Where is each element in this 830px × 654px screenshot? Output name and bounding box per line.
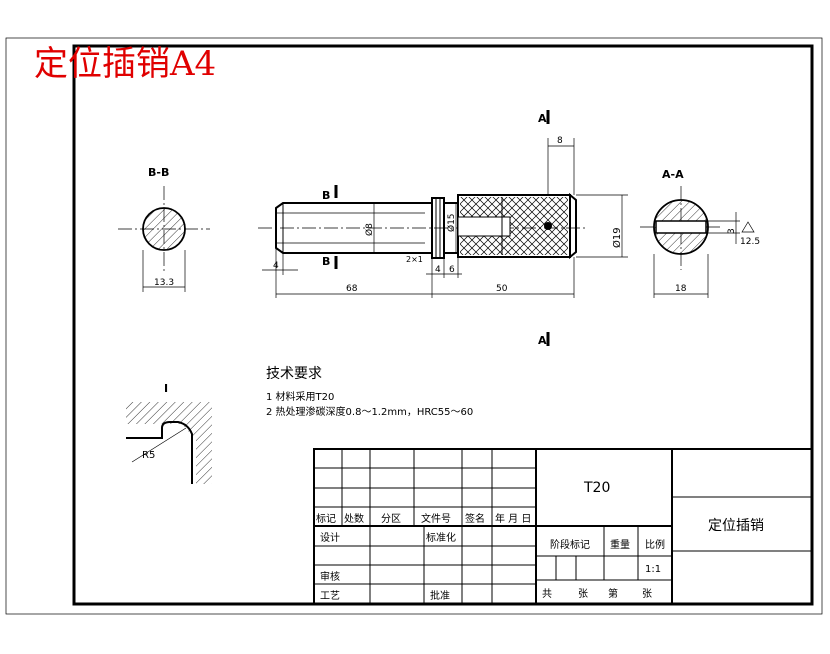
tech-heading: 技术要求	[266, 366, 322, 382]
dim-len-right: 50	[496, 284, 508, 294]
dim-aa-width: 18	[675, 284, 687, 294]
dim-groove: 2×1	[406, 255, 423, 264]
rev-header-doc: 文件号	[421, 512, 451, 525]
row-process: 工艺	[320, 590, 340, 602]
material-value: T20	[583, 480, 610, 496]
sheet-num-label: 第	[608, 587, 618, 600]
dim-end-top: 8	[557, 136, 563, 146]
approve-label: 批准	[430, 589, 450, 602]
rev-header-sign: 签名	[465, 512, 485, 525]
section-aa-view: A-A 3 12.5 18	[640, 168, 760, 298]
part-name: 定位插销	[708, 518, 764, 534]
dim-bb-width: 13.3	[154, 278, 174, 288]
dim-len-left: 68	[346, 284, 358, 294]
cut-a-top: A	[538, 112, 547, 125]
dim-dia-large: Ø19	[611, 227, 623, 248]
dim-aa-angle: 12.5	[740, 237, 760, 247]
standardize-label: 标准化	[426, 531, 456, 544]
detail-i-label: I	[164, 382, 168, 395]
sheet-num-unit: 张	[642, 588, 652, 600]
dim-step-a: 4	[435, 265, 441, 275]
sheet-total-unit: 张	[578, 588, 588, 600]
tech-requirements: 技术要求 1 材料采用T20 2 热处理渗碳深度0.8～1.2mm，HRC55～…	[266, 366, 473, 418]
cut-b-top: B	[322, 189, 330, 202]
outer-sheet-border	[5, 37, 823, 615]
detail-radius: R5	[142, 450, 155, 461]
scale-value: 1:1	[645, 564, 661, 575]
scale-label: 比例	[645, 538, 665, 551]
rev-header-mark: 标记	[316, 513, 336, 525]
cut-b-bottom: B	[322, 255, 330, 268]
dim-dia-mid: Ø15	[446, 213, 457, 232]
dim-chamfer-left: 4	[273, 261, 279, 271]
row-review: 审核	[320, 570, 340, 583]
tech-item-1: 1 材料采用T20	[266, 390, 334, 403]
section-aa-label: A-A	[662, 168, 684, 181]
section-bb-label: B-B	[148, 166, 169, 179]
dim-step-b: 6	[449, 265, 455, 275]
sheet-total-label: 共	[542, 588, 552, 600]
dim-dia-small: Ø8	[364, 223, 375, 236]
section-bb-view: B-B 13.3	[118, 166, 210, 292]
cross-hole	[544, 222, 552, 230]
tech-item-2: 2 热处理渗碳深度0.8～1.2mm，HRC55～60	[266, 405, 473, 418]
stage-mark-label: 阶段标记	[550, 538, 590, 551]
cut-a-bottom: A	[538, 334, 547, 347]
detail-i-view: I R5	[126, 382, 212, 484]
rev-header-date: 年 月 日	[495, 512, 531, 525]
rev-header-count: 处数	[344, 512, 364, 525]
dim-aa-depth: 3	[727, 228, 737, 234]
title-block: T20 定位插销 标记 处数 分区 文件号 签名 年 月 日 设计 审核 工艺 …	[313, 448, 813, 605]
main-view: B B A A Ø8 Ø15 Ø19 8 2×1 4 4	[258, 110, 628, 347]
section-bb-circle	[142, 207, 186, 251]
rev-header-zone: 分区	[381, 513, 401, 525]
overlay-title: 定位插销A4	[34, 44, 216, 84]
weight-label: 重量	[610, 538, 630, 551]
row-design: 设计	[320, 531, 340, 544]
